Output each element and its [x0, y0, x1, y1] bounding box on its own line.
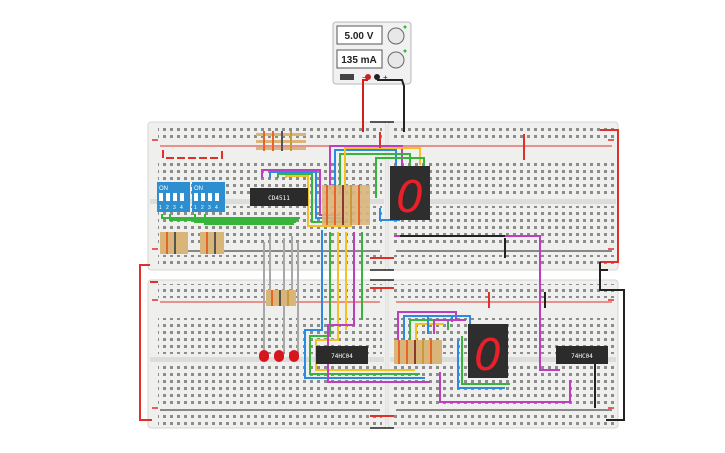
power-wire-red[interactable] — [362, 79, 368, 132]
chip-cd4511[interactable]: CD4511 — [250, 188, 308, 206]
rail-markers — [152, 121, 614, 429]
dip-switch-1-pin-4: 4 — [180, 205, 183, 211]
dip-switch-1-pin-3: 3 — [173, 205, 176, 211]
chip-74hc04-a[interactable]: 74HC04 — [316, 346, 368, 364]
current-knob[interactable] — [387, 51, 405, 69]
positive-terminal-label: + — [383, 73, 388, 82]
chip-cd4511-label: CD4511 — [268, 195, 290, 202]
resistor-bank-led[interactable] — [266, 290, 296, 306]
breadboard-top-right[interactable] — [387, 121, 619, 271]
resistor-bank-left[interactable] — [160, 232, 224, 254]
power-supply[interactable]: 5.00 V 135 mA − + — [332, 21, 412, 85]
negative-terminal-label: − — [362, 73, 367, 82]
dip-switch-2-pin-1: 1 — [194, 205, 197, 211]
seven-segment-display-bottom[interactable]: 0 — [468, 324, 508, 381]
power-wire-black[interactable] — [377, 79, 405, 132]
positive-terminal[interactable] — [374, 74, 380, 80]
seven-segment-top-digit: 0 — [396, 172, 424, 223]
resistor-bank-middle[interactable] — [322, 185, 370, 225]
voltage-knob[interactable] — [387, 27, 405, 45]
seven-segment-display-top[interactable]: 0 — [390, 166, 430, 223]
dip-switch-2-on-label: ON — [194, 186, 203, 192]
negative-terminal[interactable] — [365, 74, 371, 80]
dip-switch-1-pin-1: 1 — [159, 205, 162, 211]
dip-switch-2-pin-3: 3 — [208, 205, 211, 211]
resistor-bank-top[interactable] — [256, 131, 306, 151]
chip-74hc04-b-label: 74HC04 — [571, 353, 593, 360]
seven-segment-bottom-digit: 0 — [474, 330, 502, 381]
led-red-3[interactable] — [289, 350, 299, 362]
chip-74hc04-b[interactable]: 74HC04 — [556, 346, 608, 364]
chip-74hc04-a-label: 74HC04 — [331, 353, 353, 360]
dip-switch-2-pin-4: 4 — [215, 205, 218, 211]
dip-switch-1[interactable]: ON 1 2 3 4 — [157, 182, 190, 212]
current-readout: 135 mA — [341, 55, 377, 66]
led-red-1[interactable] — [259, 350, 269, 362]
resistor-bank-bottom[interactable] — [394, 340, 442, 364]
dip-switch-1-on-label: ON — [159, 186, 168, 192]
led-red-2[interactable] — [274, 350, 284, 362]
dip-switch-2-pin-2: 2 — [201, 205, 204, 211]
dip-switch-1-pin-2: 2 — [166, 205, 169, 211]
voltage-readout: 5.00 V — [345, 31, 374, 42]
dip-switch-2[interactable]: ON 1 2 3 4 — [192, 182, 225, 212]
